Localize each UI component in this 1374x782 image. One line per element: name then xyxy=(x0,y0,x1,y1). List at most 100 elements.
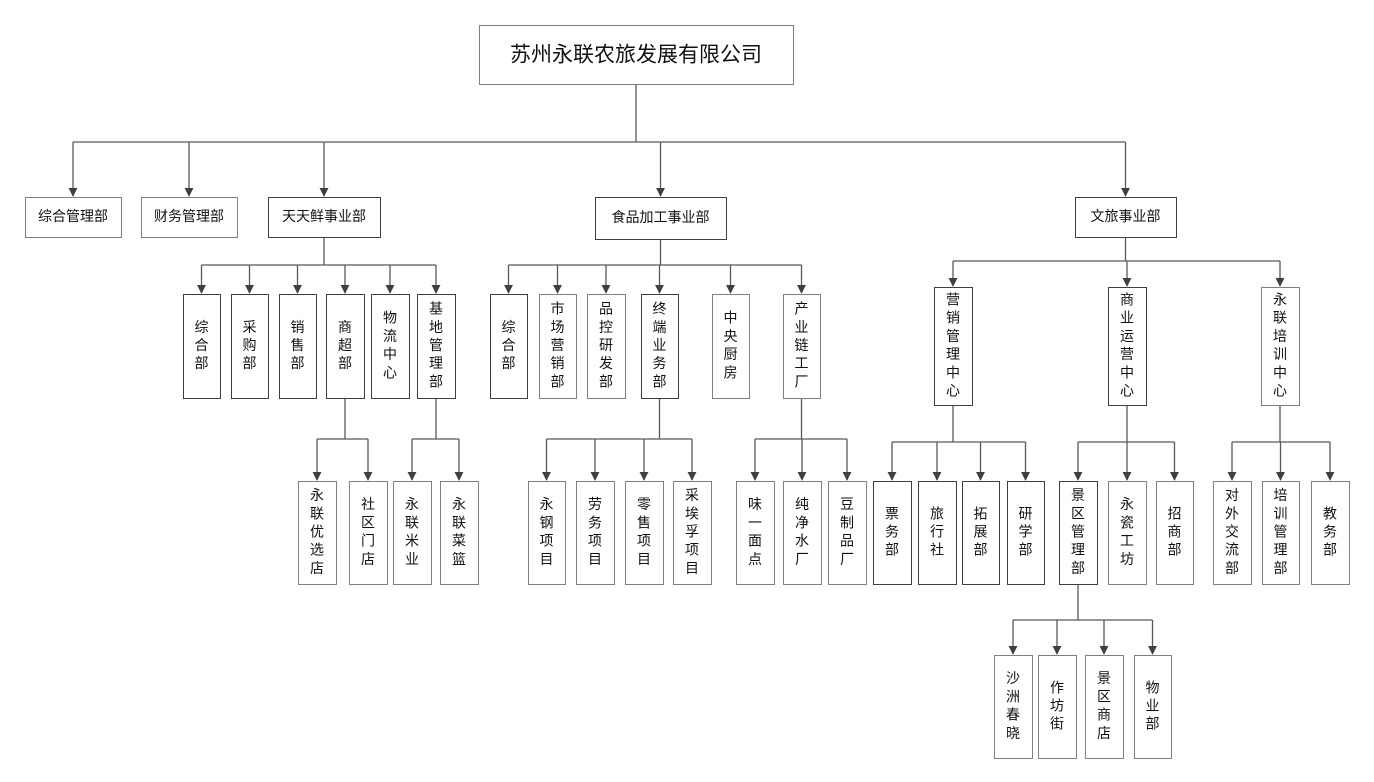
org-node: 物业部 xyxy=(1134,655,1172,759)
org-node-label: 旅行社 xyxy=(930,506,944,558)
org-node: 财务管理部 xyxy=(141,197,238,238)
org-node-label: 永联优选店 xyxy=(310,488,324,577)
org-node-label: 终端业务部 xyxy=(653,302,667,391)
org-node-label: 招商部 xyxy=(1168,506,1182,558)
org-node: 景区管理部 xyxy=(1059,481,1098,585)
org-node: 品控研发部 xyxy=(587,294,626,399)
org-node-box xyxy=(736,481,775,585)
org-node: 劳务项目 xyxy=(576,481,615,585)
org-node-label: 市场营销部 xyxy=(551,301,565,391)
org-node: 采购部 xyxy=(231,294,269,399)
org-node-label: 综合部 xyxy=(502,320,516,372)
org-node-box xyxy=(479,25,794,85)
org-node: 味一面点 xyxy=(736,481,775,585)
org-node: 零售项目 xyxy=(625,481,664,585)
org-node-box xyxy=(1075,197,1177,238)
org-node: 培训管理部 xyxy=(1262,481,1300,585)
org-node-label: 永联米业 xyxy=(405,497,419,568)
org-node-box xyxy=(1108,481,1147,585)
org-node-box xyxy=(1156,481,1194,585)
org-node-label: 销售部 xyxy=(291,320,305,372)
org-node: 永联优选店 xyxy=(298,481,337,585)
org-node-label: 零售项目 xyxy=(637,497,651,568)
org-node: 物流中心 xyxy=(371,294,410,399)
org-node: 终端业务部 xyxy=(641,294,679,399)
org-node: 作坊街 xyxy=(1038,655,1077,759)
org-node-label: 综合部 xyxy=(195,320,209,372)
org-node: 永瓷工坊 xyxy=(1108,481,1147,585)
org-node-label: 中央厨房 xyxy=(724,311,738,382)
org-node-label: 食品加工事业部 xyxy=(612,209,710,226)
org-node: 旅行社 xyxy=(918,481,957,585)
org-node: 对外交流部 xyxy=(1213,481,1252,585)
org-node-box xyxy=(268,197,381,238)
org-node-box xyxy=(918,481,957,585)
org-node-box xyxy=(539,294,577,399)
org-node: 永钢项目 xyxy=(528,481,566,585)
org-node-box xyxy=(625,481,664,585)
org-node-label: 采购部 xyxy=(243,320,257,372)
org-node-box xyxy=(1085,655,1124,759)
org-node-label: 营销管理中心 xyxy=(946,293,960,400)
org-node-box xyxy=(934,287,973,406)
org-node-label: 采埃孚项目 xyxy=(685,488,699,577)
org-node-label: 天天鲜事业部 xyxy=(282,209,366,225)
org-node-label: 物业部 xyxy=(1146,680,1160,732)
org-node-label: 品控研发部 xyxy=(599,302,613,391)
org-node-label: 教务部 xyxy=(1323,506,1337,558)
org-node-box xyxy=(1038,655,1077,759)
org-node-label: 文旅事业部 xyxy=(1091,209,1161,225)
org-node: 纯净水厂 xyxy=(783,481,822,585)
org-node-label: 永联培训中心 xyxy=(1273,293,1287,400)
org-node-box xyxy=(712,294,750,399)
org-node-box xyxy=(1213,481,1252,585)
connector-lines xyxy=(68,84,1335,655)
org-node-label: 商超部 xyxy=(338,320,352,372)
org-node-label: 作坊街 xyxy=(1050,680,1064,732)
org-node-box xyxy=(393,481,432,585)
org-node-label: 对外交流部 xyxy=(1225,488,1239,577)
org-node-box xyxy=(783,481,822,585)
org-node-label: 社区门店 xyxy=(361,497,375,568)
org-node-box xyxy=(231,294,269,399)
org-node-label: 产业链工厂 xyxy=(795,302,809,391)
org-node: 招商部 xyxy=(1156,481,1194,585)
org-node: 景区商店 xyxy=(1085,655,1124,759)
org-node: 食品加工事业部 xyxy=(595,197,727,240)
org-node: 研学部 xyxy=(1007,481,1045,585)
org-node-label: 苏州永联农旅发展有限公司 xyxy=(510,43,762,67)
org-node-label: 票务部 xyxy=(885,506,899,558)
org-node-box xyxy=(1262,481,1300,585)
org-node-label: 培训管理部 xyxy=(1274,488,1288,577)
org-node: 永联菜篮 xyxy=(440,481,479,585)
org-node-box xyxy=(673,481,712,585)
org-node-label: 财务管理部 xyxy=(154,209,224,225)
org-node-label: 永联菜篮 xyxy=(452,497,466,568)
org-node-box xyxy=(326,294,365,399)
org-node: 文旅事业部 xyxy=(1075,197,1177,238)
org-node: 产业链工厂 xyxy=(783,294,821,399)
org-node: 综合管理部 xyxy=(25,197,122,238)
org-node-label: 永钢项目 xyxy=(540,497,554,568)
org-node-box xyxy=(576,481,615,585)
org-node-label: 永瓷工坊 xyxy=(1120,497,1134,568)
org-node: 综合部 xyxy=(183,294,221,399)
org-node-box xyxy=(873,481,912,585)
org-node: 拓展部 xyxy=(962,481,1000,585)
org-node-box xyxy=(349,481,388,585)
org-node: 中央厨房 xyxy=(712,294,750,399)
org-node: 基地管理部 xyxy=(417,294,456,399)
org-node-box xyxy=(371,294,410,399)
org-node: 商超部 xyxy=(326,294,365,399)
org-node-label: 物流中心 xyxy=(383,311,397,382)
org-node: 票务部 xyxy=(873,481,912,585)
org-node-box xyxy=(994,655,1033,759)
org-node: 永联米业 xyxy=(393,481,432,585)
org-node-box xyxy=(1059,481,1098,585)
org-node: 销售部 xyxy=(279,294,317,399)
org-node-label: 拓展部 xyxy=(974,506,988,558)
org-node-box xyxy=(141,197,238,238)
org-node-label: 劳务项目 xyxy=(588,497,602,568)
